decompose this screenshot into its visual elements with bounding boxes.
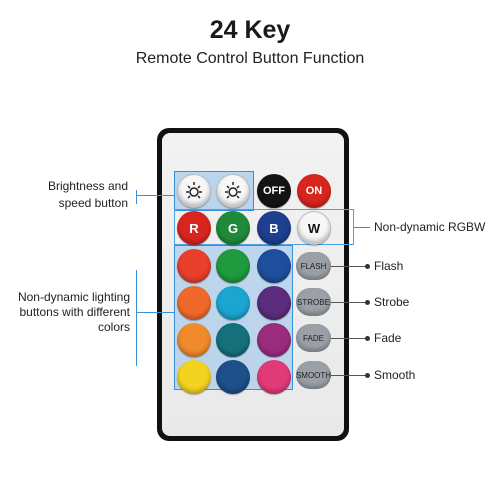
brightness-callout: Brightness and speed button: [20, 178, 128, 212]
fade-connector: [331, 338, 367, 339]
flash-connector-dot: [365, 264, 370, 269]
brightness-up-button[interactable]: [177, 174, 211, 208]
white-button[interactable]: W: [297, 211, 331, 245]
blue-button-label: B: [269, 220, 279, 236]
color-button-r3-c1[interactable]: [177, 323, 211, 357]
color-button-r2-c2[interactable]: [216, 286, 250, 320]
fade-callout: Fade: [374, 331, 402, 345]
smooth-button-label: SMOOTH: [295, 370, 332, 380]
flash-button-label: FLASH: [300, 261, 327, 271]
fade-connector-dot: [365, 336, 370, 341]
rgbw-connector: [354, 227, 370, 228]
page-subtitle: Remote Control Button Function: [135, 50, 365, 67]
on-button-label: ON: [305, 185, 323, 197]
fade-button[interactable]: FADE: [296, 324, 331, 352]
strobe-connector: [331, 302, 367, 303]
red-button-label: R: [189, 220, 199, 236]
brightness-up-icon: [186, 182, 202, 199]
red-button[interactable]: R: [177, 211, 211, 245]
smooth-connector: [331, 375, 367, 376]
smooth-connector-dot: [365, 373, 370, 378]
white-button-label: W: [307, 220, 321, 236]
color-button-r1-c2[interactable]: [216, 249, 250, 283]
color-button-r2-c1[interactable]: [177, 286, 211, 320]
brightness-connector: [136, 195, 174, 196]
lighting-callout-line1: Non-dynamic lighting: [17, 290, 130, 304]
color-button-r1-c1[interactable]: [177, 249, 211, 283]
green-button-label: G: [227, 220, 239, 236]
brightness-down-button[interactable]: [216, 174, 250, 208]
lighting-callout: Non-dynamic lighting buttons with differ…: [6, 290, 130, 335]
green-button[interactable]: G: [216, 211, 250, 245]
fade-button-label: FADE: [303, 333, 324, 343]
flash-button[interactable]: FLASH: [296, 252, 331, 280]
rgbw-group-highlight: [174, 209, 354, 245]
on-button[interactable]: ON: [297, 174, 331, 208]
off-button-label: OFF: [263, 185, 285, 197]
brightness-callout-line1: Brightness and: [47, 179, 128, 193]
strobe-button-label: STROBE: [297, 297, 330, 307]
color-button-r3-c2[interactable]: [216, 323, 250, 357]
strobe-callout: Strobe: [374, 295, 410, 309]
brightness-callout-line2: speed button: [58, 196, 128, 210]
strobe-connector-dot: [365, 300, 370, 305]
lighting-callout-line2: buttons with different: [19, 305, 130, 319]
page-title: 24 Key: [209, 16, 291, 44]
flash-callout: Flash: [374, 259, 404, 273]
color-button-r2-c3[interactable]: [257, 286, 291, 320]
off-button[interactable]: OFF: [257, 174, 291, 208]
blue-button[interactable]: B: [257, 211, 291, 245]
color-button-r4-c1[interactable]: [177, 360, 211, 394]
color-button-r4-c3[interactable]: [257, 360, 291, 394]
lighting-connector: [136, 312, 174, 313]
smooth-callout: Smooth: [374, 368, 416, 382]
rgbw-callout: Non-dynamic RGBW: [374, 220, 486, 234]
brightness-bracket: [136, 190, 137, 204]
smooth-button[interactable]: SMOOTH: [296, 361, 331, 389]
color-button-r4-c2[interactable]: [216, 360, 250, 394]
lighting-callout-line3: colors: [97, 320, 130, 334]
color-button-r1-c3[interactable]: [257, 249, 291, 283]
flash-connector: [331, 266, 367, 267]
lighting-bracket: [136, 270, 137, 366]
strobe-button[interactable]: STROBE: [296, 288, 331, 316]
color-button-r3-c3[interactable]: [257, 323, 291, 357]
brightness-down-icon: [225, 182, 241, 199]
